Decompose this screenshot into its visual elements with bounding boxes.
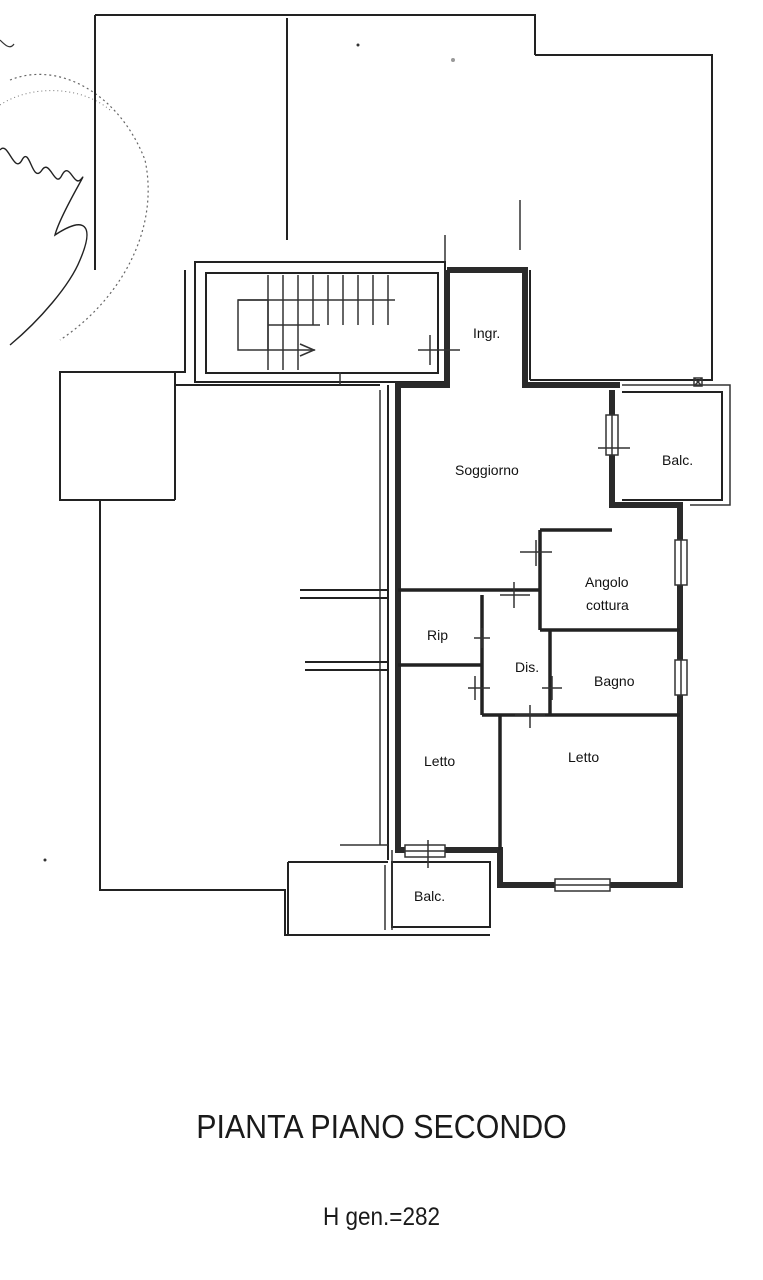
label-balcony-south: Balc. [414,888,445,904]
balcony-south [391,850,491,930]
label-storage: Rip [427,627,448,643]
staircase [237,275,395,370]
doors [418,335,630,868]
building-outline [59,14,713,936]
plan-height-note: H gen.=282 [323,1203,440,1231]
label-kitchen-line1: Angolo [585,574,629,590]
signature-stamp [0,39,149,346]
label-kitchen-line2: cottura [586,597,629,613]
label-bedroom-east: Letto [568,749,599,765]
room-labels: Ingr. Soggiorno Balc. Angolo cottura Rip… [414,325,693,904]
label-entrance: Ingr. [473,325,500,341]
label-living-room: Soggiorno [455,462,519,478]
balcony-east [622,377,731,506]
label-bedroom-west: Letto [424,753,455,769]
windows [404,414,688,892]
label-hall: Dis. [515,659,539,675]
label-balcony-east: Balc. [662,452,693,468]
apartment-walls [395,267,683,888]
label-bathroom: Bagno [594,673,635,689]
plan-title: PIANTA PIANO SECONDO [196,1108,567,1145]
